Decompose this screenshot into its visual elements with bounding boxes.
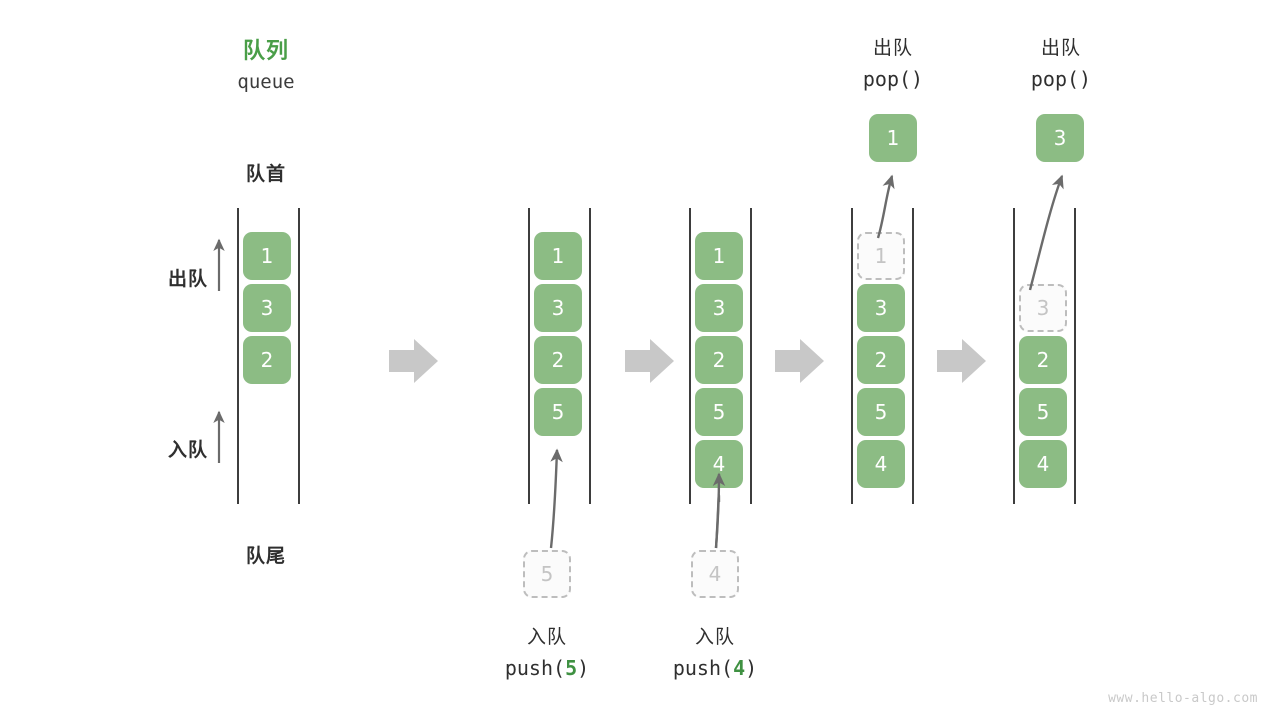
- queue-rail-left: [237, 208, 239, 504]
- queue-cell: 1: [695, 232, 743, 280]
- push-4-arg: 4: [733, 656, 746, 680]
- push-5-label-cn: 入队: [526, 626, 567, 648]
- push-4-fn-prefix: push(: [672, 656, 734, 680]
- queue-rail-right: [589, 208, 591, 504]
- pop-1-label-code: pop(): [862, 67, 924, 91]
- queue-cell: 2: [1019, 336, 1067, 384]
- pop-3-label-code: pop(): [1030, 67, 1092, 91]
- page-title-cn: 队列: [242, 39, 289, 64]
- popped-cell-3: 3: [1036, 114, 1084, 162]
- flow-arrow-4: [937, 339, 986, 383]
- watermark: www.hello-algo.com: [1108, 691, 1258, 706]
- queue-rear-label: 队尾: [245, 545, 286, 567]
- queue-cell: 4: [857, 440, 905, 488]
- queue-cell: 2: [857, 336, 905, 384]
- queue-cell: 5: [1019, 388, 1067, 436]
- pop-3-arrow: [1028, 174, 1064, 291]
- queue-cell: 1: [534, 232, 582, 280]
- queue-cell: 2: [534, 336, 582, 384]
- enqueue-direction-label: 入队: [167, 439, 208, 461]
- push-4-label-code: push(4): [635, 656, 795, 680]
- queue-rail-right: [1074, 208, 1076, 504]
- push-5-fn-suffix: ): [577, 656, 590, 680]
- push-5-label-code: push(5): [467, 656, 627, 680]
- pop-1-label-cn: 出队: [872, 37, 913, 59]
- queue-rail-right: [750, 208, 752, 504]
- push-source-ghost-cell: 5: [523, 550, 571, 598]
- queue-cell: 5: [857, 388, 905, 436]
- queue-cell: 3: [695, 284, 743, 332]
- queue-cell: 5: [534, 388, 582, 436]
- flow-arrow-1: [389, 339, 438, 383]
- push-5-arg: 5: [565, 656, 578, 680]
- queue-cell: 1: [243, 232, 291, 280]
- queue-front-label: 队首: [245, 163, 286, 185]
- queue-rail-right: [912, 208, 914, 504]
- queue-rail-left: [1013, 208, 1015, 504]
- queue-rail-right: [298, 208, 300, 504]
- queue-cell-ghost: 1: [857, 232, 905, 280]
- push-4-fn-suffix: ): [745, 656, 758, 680]
- flow-arrow-3: [775, 339, 824, 383]
- push-5-arrow: [549, 448, 563, 549]
- queue-cell-ghost: 3: [1019, 284, 1067, 332]
- queue-cell: 2: [695, 336, 743, 384]
- queue-cell: 2: [243, 336, 291, 384]
- flow-arrow-2: [625, 339, 674, 383]
- queue-cell: 4: [695, 440, 743, 488]
- push-4-label-cn: 入队: [694, 626, 735, 648]
- push-5-fn-prefix: push(: [504, 656, 566, 680]
- queue-cell: 3: [243, 284, 291, 332]
- dequeue-direction-label: 出队: [167, 268, 208, 290]
- queue-cell: 4: [1019, 440, 1067, 488]
- page-title-en: queue: [237, 71, 295, 93]
- queue-rail-left: [851, 208, 853, 504]
- queue-rail-left: [689, 208, 691, 504]
- queue-rail-left: [528, 208, 530, 504]
- queue-cell: 5: [695, 388, 743, 436]
- pop-3-label-cn: 出队: [1040, 37, 1081, 59]
- push-source-ghost-cell: 4: [691, 550, 739, 598]
- queue-cell: 3: [857, 284, 905, 332]
- popped-cell-1: 1: [869, 114, 917, 162]
- queue-cell: 3: [534, 284, 582, 332]
- pop-1-arrow: [876, 174, 895, 239]
